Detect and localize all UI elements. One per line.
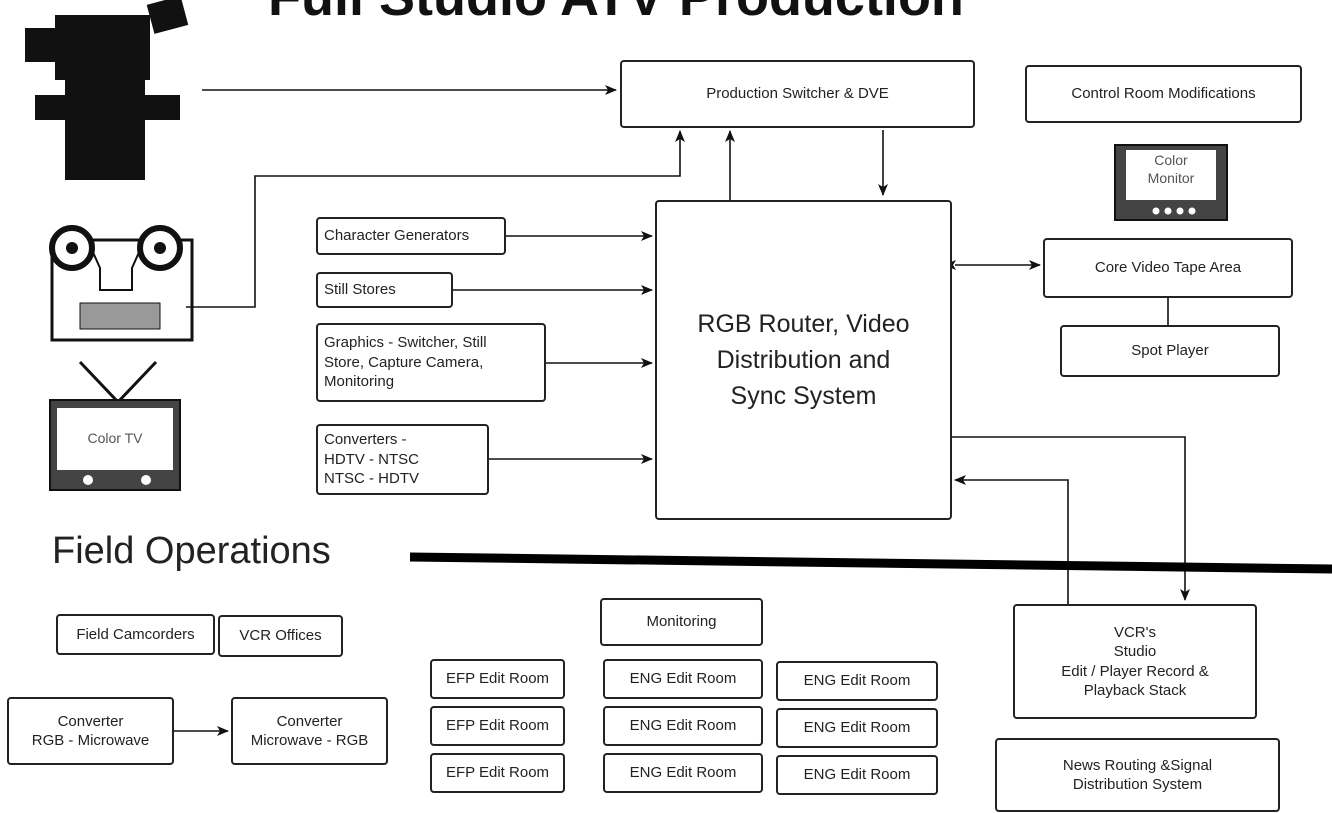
converter-microwave-rgb-label: Converter Microwave - RGB (250, 712, 369, 750)
efp-edit-room-label: EFP Edit Room (445, 764, 550, 782)
spot-player-label: Spot Player (1131, 342, 1209, 360)
rgb-router-box: RGB Router, Video Distribution and Sync … (655, 200, 952, 520)
eng-edit-room-label: ENG Edit Room (629, 764, 737, 782)
vcrs-box: VCR's Studio Edit / Player Record & Play… (1013, 604, 1257, 719)
vcr-offices-label: VCR Offices (239, 627, 322, 645)
efp-edit-room-label: EFP Edit Room (445, 670, 550, 688)
eng-edit-room-label: ENG Edit Room (803, 719, 911, 737)
eng-edit-room-box: ENG Edit Room (776, 661, 938, 701)
character-generators-box: Character Generators (316, 217, 506, 255)
eng-edit-room-label: ENG Edit Room (803, 766, 911, 784)
production-switcher-box: Production Switcher & DVE (620, 60, 975, 128)
color-tv-label: Color TV (87, 430, 143, 446)
news-routing-box: News Routing &Signal Distribution System (995, 738, 1280, 812)
eng-edit-room-box: ENG Edit Room (603, 706, 763, 746)
efp-edit-room-label: EFP Edit Room (445, 717, 550, 735)
eng-edit-room-box: ENG Edit Room (776, 708, 938, 748)
converter-rgb-microwave-label: Converter RGB - Microwave (31, 712, 150, 750)
eng-edit-room-label: ENG Edit Room (629, 717, 737, 735)
monitor-icon (1114, 144, 1228, 221)
spot-player-box: Spot Player (1060, 325, 1280, 377)
control-room-box: Control Room Modifications (1025, 65, 1302, 123)
vcrs-label: VCR's Studio Edit / Player Record & Play… (1061, 623, 1209, 700)
converters-box: Converters - HDTV - NTSC NTSC - HDTV (316, 424, 489, 495)
production-switcher-label: Production Switcher & DVE (706, 85, 889, 103)
still-stores-box: Still Stores (316, 272, 453, 308)
section-divider (409, 552, 1332, 574)
efp-edit-room-box: EFP Edit Room (430, 659, 565, 699)
character-generators-label: Character Generators (324, 227, 470, 245)
eng-edit-room-label: ENG Edit Room (803, 672, 911, 690)
camera-icon (25, 0, 189, 180)
field-camcorders-box: Field Camcorders (56, 614, 215, 655)
efp-edit-room-box: EFP Edit Room (430, 706, 565, 746)
eng-edit-room-box: ENG Edit Room (603, 753, 763, 793)
reel-tape-recorder-icon (49, 225, 194, 342)
eng-edit-room-box: ENG Edit Room (603, 659, 763, 699)
field-operations-heading: Field Operations (52, 530, 331, 572)
television-icon (49, 360, 181, 491)
still-stores-label: Still Stores (324, 281, 396, 299)
vcr-offices-box: VCR Offices (218, 615, 343, 657)
news-routing-label: News Routing &Signal Distribution System (1062, 756, 1213, 794)
color-monitor-label: Color Monitor (1147, 152, 1195, 186)
converter-rgb-microwave-box: Converter RGB - Microwave (7, 697, 174, 765)
efp-edit-room-box: EFP Edit Room (430, 753, 565, 793)
core-video-tape-box: Core Video Tape Area (1043, 238, 1293, 298)
converter-microwave-rgb-box: Converter Microwave - RGB (231, 697, 388, 765)
graphics-label: Graphics - Switcher, Still Store, Captur… (324, 334, 487, 391)
control-room-label: Control Room Modifications (1071, 85, 1256, 103)
eng-edit-room-label: ENG Edit Room (629, 670, 737, 688)
page-title: Full Studio ATV Production (268, 0, 964, 28)
rgb-router-label: RGB Router, Video Distribution and Sync … (697, 309, 910, 411)
monitoring-label: Monitoring (646, 613, 717, 631)
graphics-box: Graphics - Switcher, Still Store, Captur… (316, 323, 546, 402)
converters-label: Converters - HDTV - NTSC NTSC - HDTV (324, 431, 419, 488)
eng-edit-room-box: ENG Edit Room (776, 755, 938, 795)
monitoring-box: Monitoring (600, 598, 763, 646)
core-video-tape-label: Core Video Tape Area (1094, 259, 1242, 277)
field-camcorders-label: Field Camcorders (76, 625, 195, 643)
